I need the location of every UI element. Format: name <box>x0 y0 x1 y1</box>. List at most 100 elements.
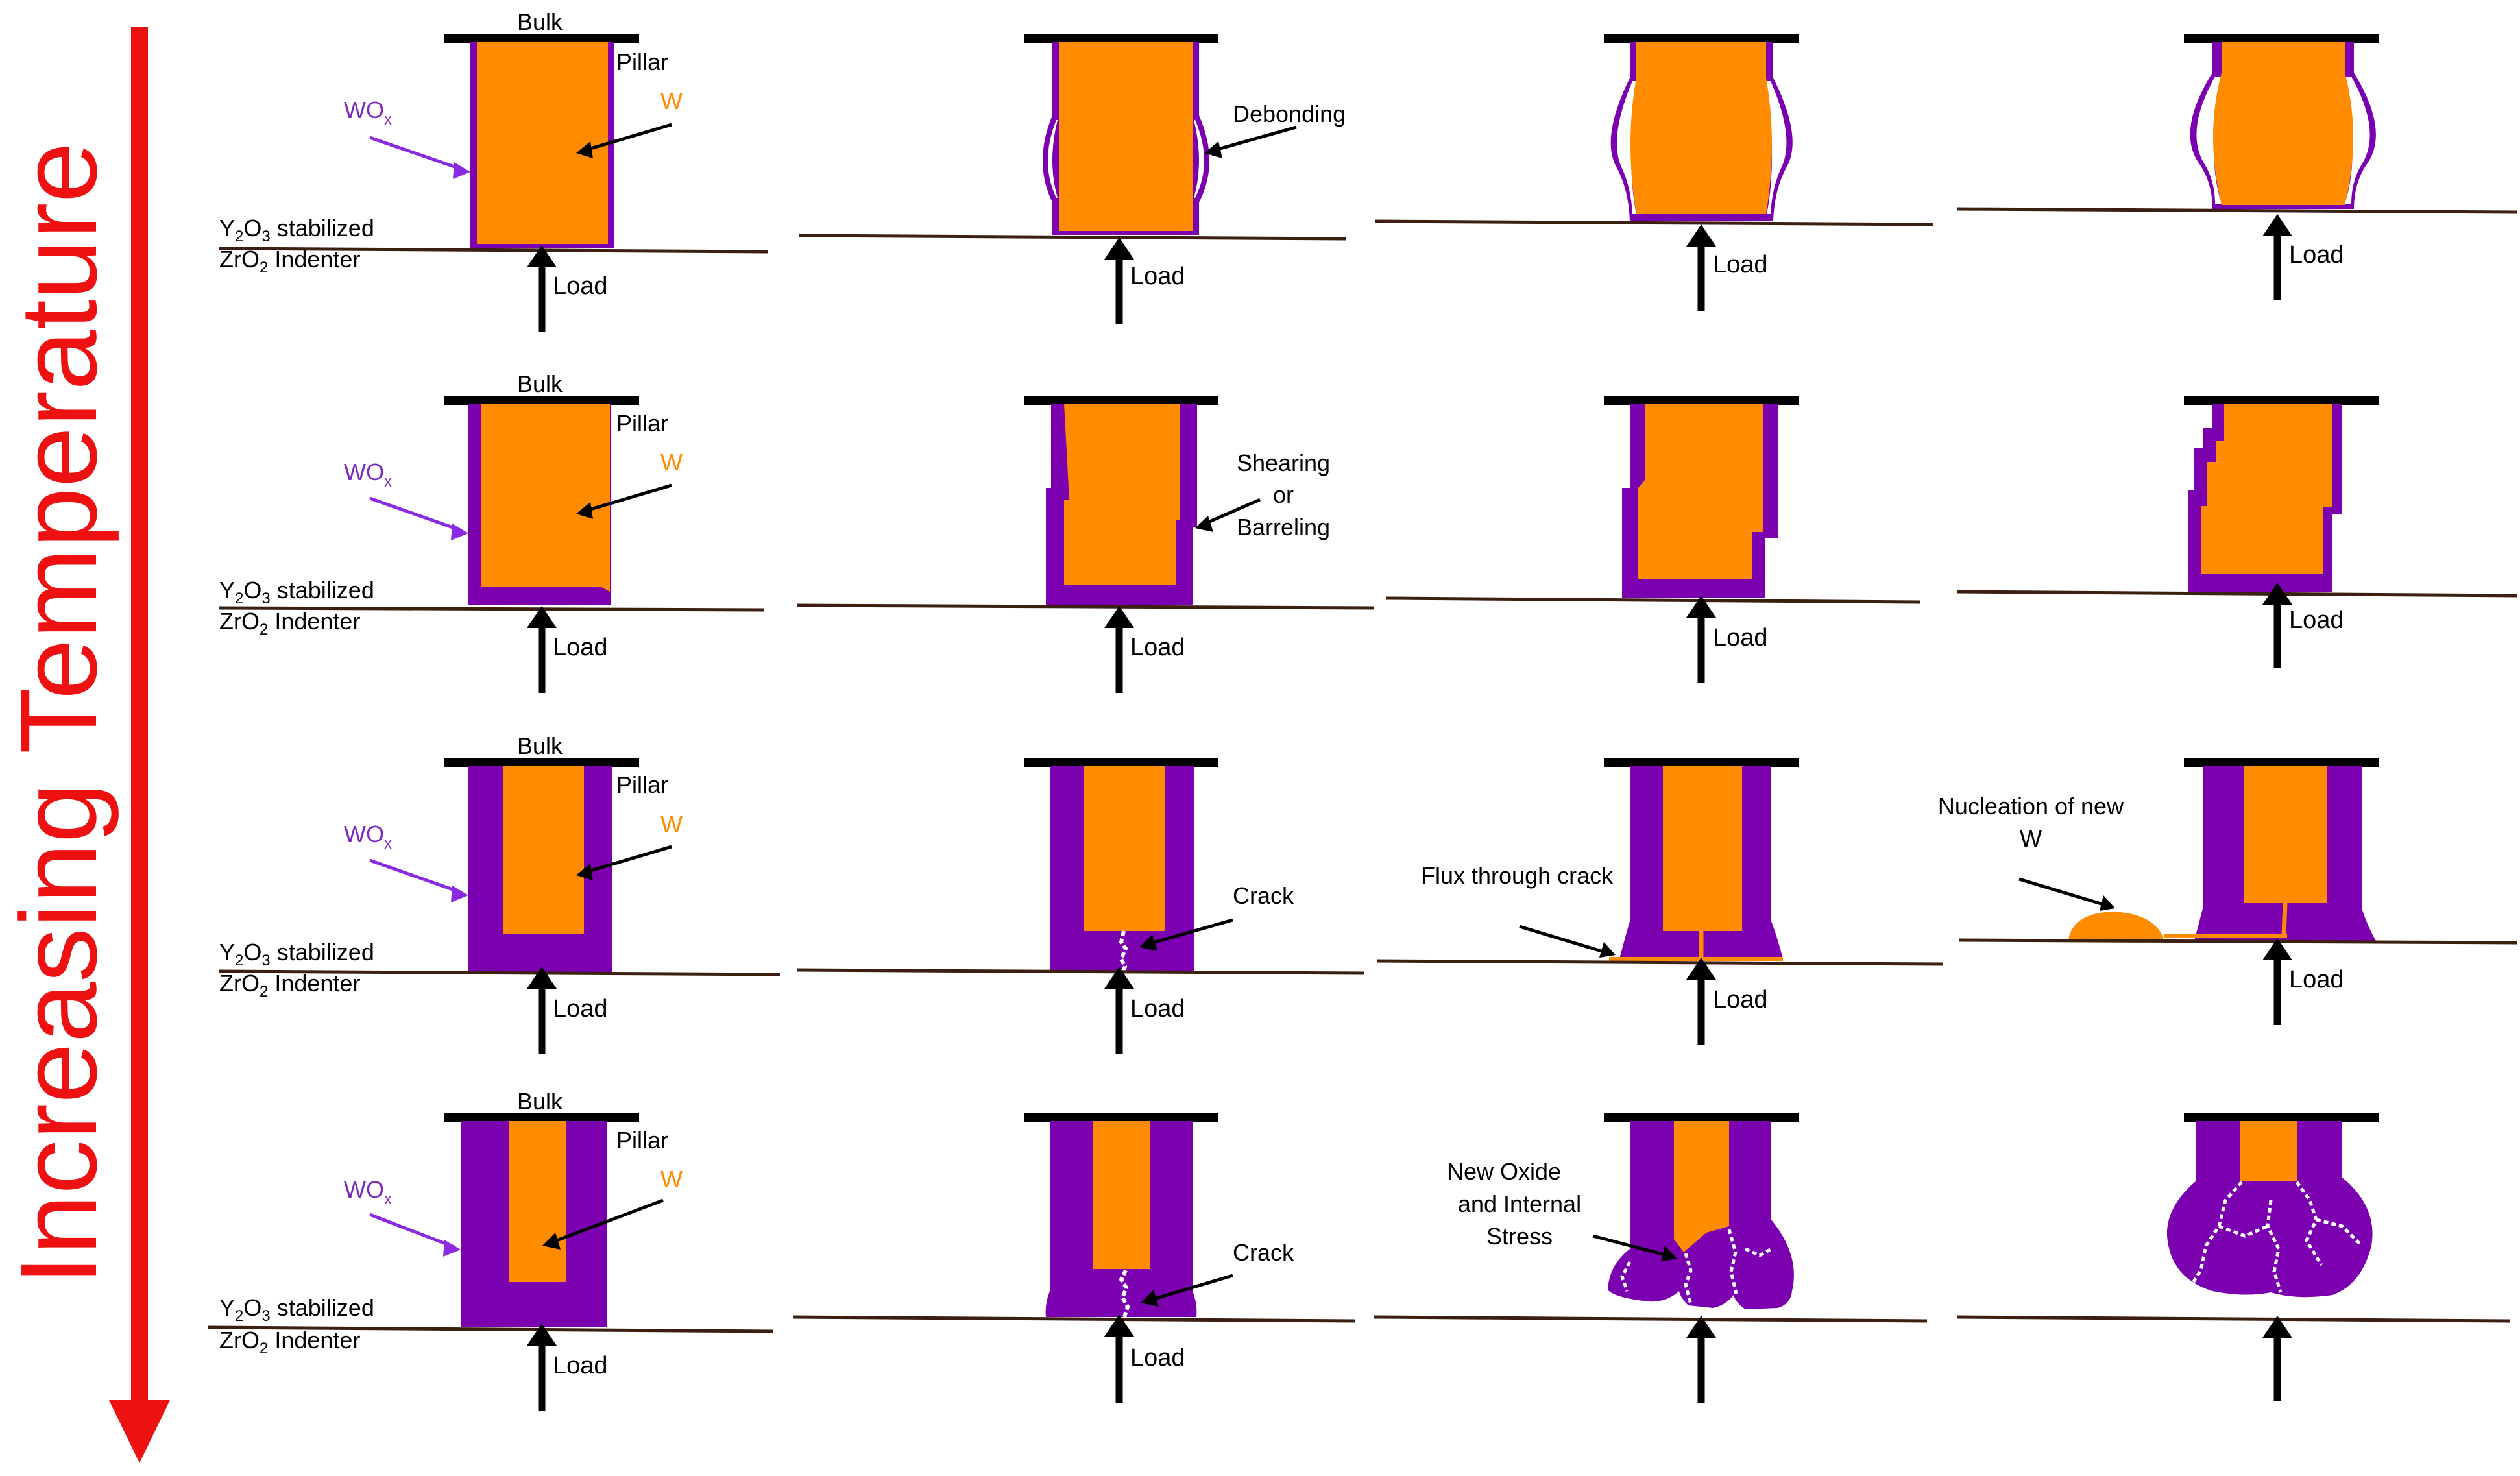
load-arrowhead <box>1104 967 1134 989</box>
load-arrowhead <box>2262 1316 2292 1338</box>
nucleation-pointer-head <box>2100 895 2115 911</box>
new-oxide-label-line3: Stress <box>1486 1223 1553 1250</box>
wox-label: WOx <box>344 459 392 490</box>
indenter-surface <box>219 606 765 612</box>
wox-pointer <box>369 136 465 172</box>
bulk-plate <box>2184 396 2379 405</box>
bulk-label: Bulk <box>517 1088 563 1115</box>
wox-pointer <box>369 496 463 533</box>
crack <box>1119 1269 1130 1318</box>
w-pointer <box>583 123 672 152</box>
new-oxide-pointer <box>1592 1234 1668 1257</box>
internal-crack <box>2188 1181 2243 1289</box>
bulk-plate <box>2184 34 2379 43</box>
row2-col3-panel: Load <box>1385 396 1921 683</box>
flux-pointer <box>1519 925 1606 954</box>
bulk-plate <box>1024 396 1218 405</box>
tungsten-core-sheared <box>2201 404 2332 574</box>
tungsten-core <box>1674 1121 1729 1252</box>
wox-label: WOx <box>344 821 392 853</box>
row1-col1-panel: Load Bulk Pillar W WOx Y2O3 stabilized Z… <box>219 8 769 332</box>
load-label: Load <box>553 995 608 1022</box>
crack <box>1119 930 1128 973</box>
tungsten-core-sheared <box>1064 404 1180 585</box>
wox-pointer <box>369 1213 455 1249</box>
temperature-axis-arrowhead <box>109 1400 170 1463</box>
temperature-axis-label: Increasing Temperature <box>0 142 119 1285</box>
bulk-plate <box>1024 758 1218 767</box>
tungsten-core <box>481 404 610 592</box>
bulk-label: Bulk <box>517 8 563 35</box>
indenter-surface <box>1956 590 2518 598</box>
tungsten-core <box>2213 42 2353 205</box>
wox-pointer-head <box>443 1240 461 1257</box>
new-tungsten-nucleus <box>2068 912 2164 939</box>
bulk-plate <box>1024 34 1218 43</box>
load-arrowhead <box>1104 237 1134 260</box>
indenter-label-line2: ZrO2 Indenter <box>219 970 360 1000</box>
row4-col3-panel: New Oxide and Internal Stress <box>1374 1113 1928 1403</box>
indenter-surface <box>1376 959 1944 966</box>
internal-crack <box>1744 1247 1773 1257</box>
debond-gap-right <box>1767 81 1787 214</box>
load-arrowhead <box>1686 958 1716 980</box>
row1-col3-panel: Load <box>1375 34 1934 311</box>
load-label: Load <box>553 634 608 661</box>
crack-pointer <box>1149 1274 1233 1302</box>
w-label: W <box>660 811 683 838</box>
indenter-label-line1: Y2O3 stabilized <box>219 577 374 607</box>
new-oxide-pointer-head <box>1661 1246 1677 1261</box>
pillar-label: Pillar <box>616 49 668 75</box>
load-label: Load <box>1130 263 1185 290</box>
nucleation-label-line2: W <box>2020 825 2042 852</box>
load-arrowhead <box>2262 583 2292 605</box>
indenter-surface <box>1374 1315 1928 1323</box>
indenter-surface <box>207 1325 774 1333</box>
load-label: Load <box>1130 1344 1185 1372</box>
w-pointer-head <box>576 864 593 880</box>
load-arrowhead <box>2262 214 2292 236</box>
indenter-label-line1: Y2O3 stabilized <box>219 939 374 969</box>
w-pointer <box>583 845 672 875</box>
indenter-surface <box>219 969 781 976</box>
wox-label: WOx <box>344 97 392 128</box>
internal-crack <box>1727 1229 1738 1294</box>
or-label: or <box>1273 481 1294 508</box>
bulk-label: Bulk <box>517 732 563 759</box>
shearing-pointer-head <box>1195 516 1213 532</box>
row2-col2-panel: Load Shearing or Barreling <box>796 396 1375 693</box>
indenter-surface <box>796 603 1375 610</box>
w-label: W <box>660 88 683 114</box>
bulk-plate <box>1604 1113 1799 1122</box>
load-label: Load <box>553 272 608 300</box>
bulk-plate <box>2184 1113 2379 1122</box>
row4-col1-panel: Load Bulk Pillar W WOx Y2O3 stabilized Z… <box>207 1088 774 1411</box>
indenter-surface <box>799 234 1347 241</box>
load-label: Load <box>2289 607 2344 634</box>
row1-col4-panel: Load <box>1956 34 2518 300</box>
bulk-plate <box>1604 34 1799 43</box>
temperature-axis: Increasing Temperature <box>0 27 170 1463</box>
load-label: Load <box>1713 624 1768 651</box>
nucleation-label-line1: Nucleation of new <box>1938 793 2124 819</box>
tungsten-core <box>1663 766 1742 931</box>
flux-pointer-head <box>1599 942 1616 958</box>
debonding-label: Debonding <box>1233 101 1346 127</box>
load-arrowhead <box>1104 1314 1134 1337</box>
tungsten-core <box>1059 42 1193 231</box>
internal-crack <box>2316 1218 2363 1247</box>
tungsten-core <box>477 42 608 244</box>
tungsten-core <box>2244 766 2327 903</box>
bulk-plate <box>444 34 639 43</box>
tungsten-core <box>509 1121 566 1282</box>
row3-col4-panel: Load Nucleation of new W <box>1938 758 2518 1025</box>
indenter-surface <box>1956 1315 2510 1323</box>
tungsten-core <box>1093 1121 1150 1269</box>
indenter-surface <box>1956 207 2518 214</box>
indenter-label-line2: ZrO2 Indenter <box>219 1327 360 1357</box>
wox-label: WOx <box>344 1176 392 1208</box>
bulk-plate <box>1604 396 1799 405</box>
w-pointer-head <box>576 502 593 519</box>
load-arrowhead <box>1686 1316 1716 1338</box>
crack-pointer-head <box>1141 1290 1159 1307</box>
